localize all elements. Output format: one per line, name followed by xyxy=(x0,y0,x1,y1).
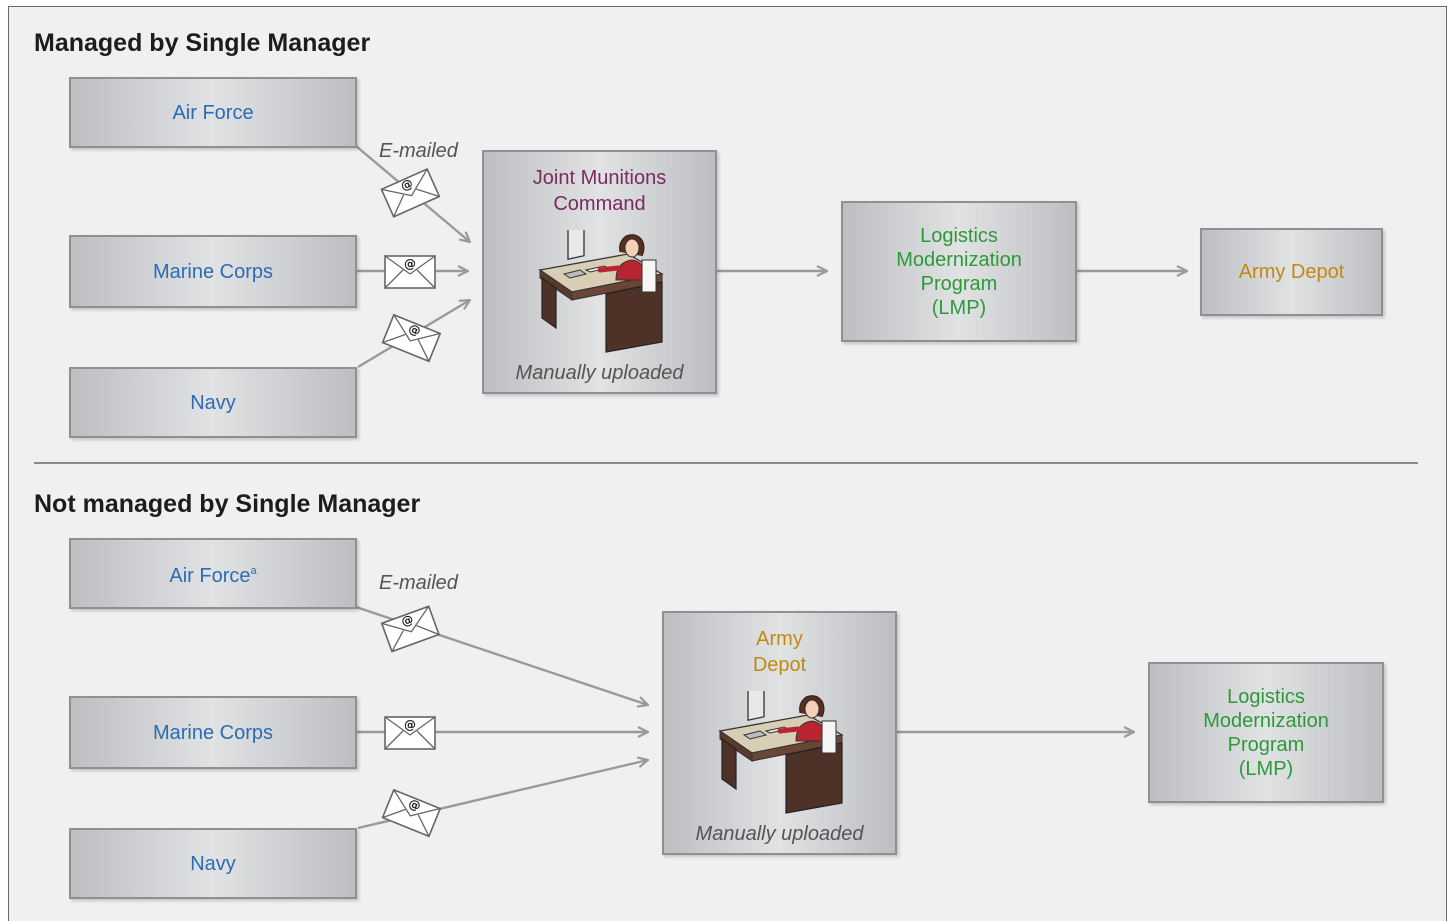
hub-caption: Manually uploaded xyxy=(515,362,684,384)
section-title-not-managed: Not managed by Single Manager xyxy=(34,490,421,518)
svg-text:@: @ xyxy=(399,612,415,629)
source-box-air-force: Air Force xyxy=(69,77,357,148)
svg-text:@: @ xyxy=(407,321,423,338)
source-label: Air Forcea xyxy=(169,565,257,587)
svg-text:@: @ xyxy=(398,176,415,194)
footnote-marker: a xyxy=(250,565,257,577)
hub-box-joint-munitions-command: Joint Munitions Command Manually uploade… xyxy=(482,150,717,394)
hub-box-army-depot: Army Depot Manually uploaded xyxy=(662,611,897,855)
source-box-navy: Navy xyxy=(69,367,357,438)
email-envelope-icon: @ xyxy=(384,255,436,289)
hub-title: Joint Munitions Command xyxy=(532,167,667,215)
hub-title: Army Depot xyxy=(752,628,807,676)
email-envelope-icon: @ xyxy=(380,167,441,218)
source-label: Navy xyxy=(190,391,236,414)
source-box-marine-corps: Marine Corps xyxy=(69,696,357,769)
source-label: Air Force xyxy=(172,101,254,124)
email-envelope-icon: @ xyxy=(380,605,440,653)
system-box-lmp-top: Logistics Modernization Program (LMP) xyxy=(841,201,1077,342)
source-label: Marine Corps xyxy=(152,260,274,283)
system-box-lmp-bottom: Logistics Modernization Program (LMP) xyxy=(1148,662,1384,803)
email-envelope-icon: @ xyxy=(381,788,442,838)
destination-box-army-depot: Army Depot xyxy=(1200,228,1383,316)
svg-text:@: @ xyxy=(404,257,416,271)
channel-label-emailed: E-mailed xyxy=(379,572,458,594)
source-box-navy: Navy xyxy=(69,828,357,899)
hub-caption: Manually uploaded xyxy=(695,823,864,845)
destination-label: Army Depot xyxy=(1238,261,1345,283)
email-envelope-icon: @ xyxy=(384,716,436,750)
source-label: Navy xyxy=(190,852,236,875)
source-box-marine-corps: Marine Corps xyxy=(69,235,357,308)
section-title-managed: Managed by Single Manager xyxy=(34,29,371,57)
email-envelope-icon: @ xyxy=(381,313,442,363)
source-label: Marine Corps xyxy=(152,721,274,744)
svg-text:@: @ xyxy=(404,718,416,732)
person-at-desk-icon xyxy=(538,230,664,353)
source-box-air-force: Air Forcea xyxy=(69,538,357,609)
channel-label-emailed: E-mailed xyxy=(379,140,458,162)
person-at-desk-icon xyxy=(718,691,844,814)
svg-text:@: @ xyxy=(407,796,423,813)
